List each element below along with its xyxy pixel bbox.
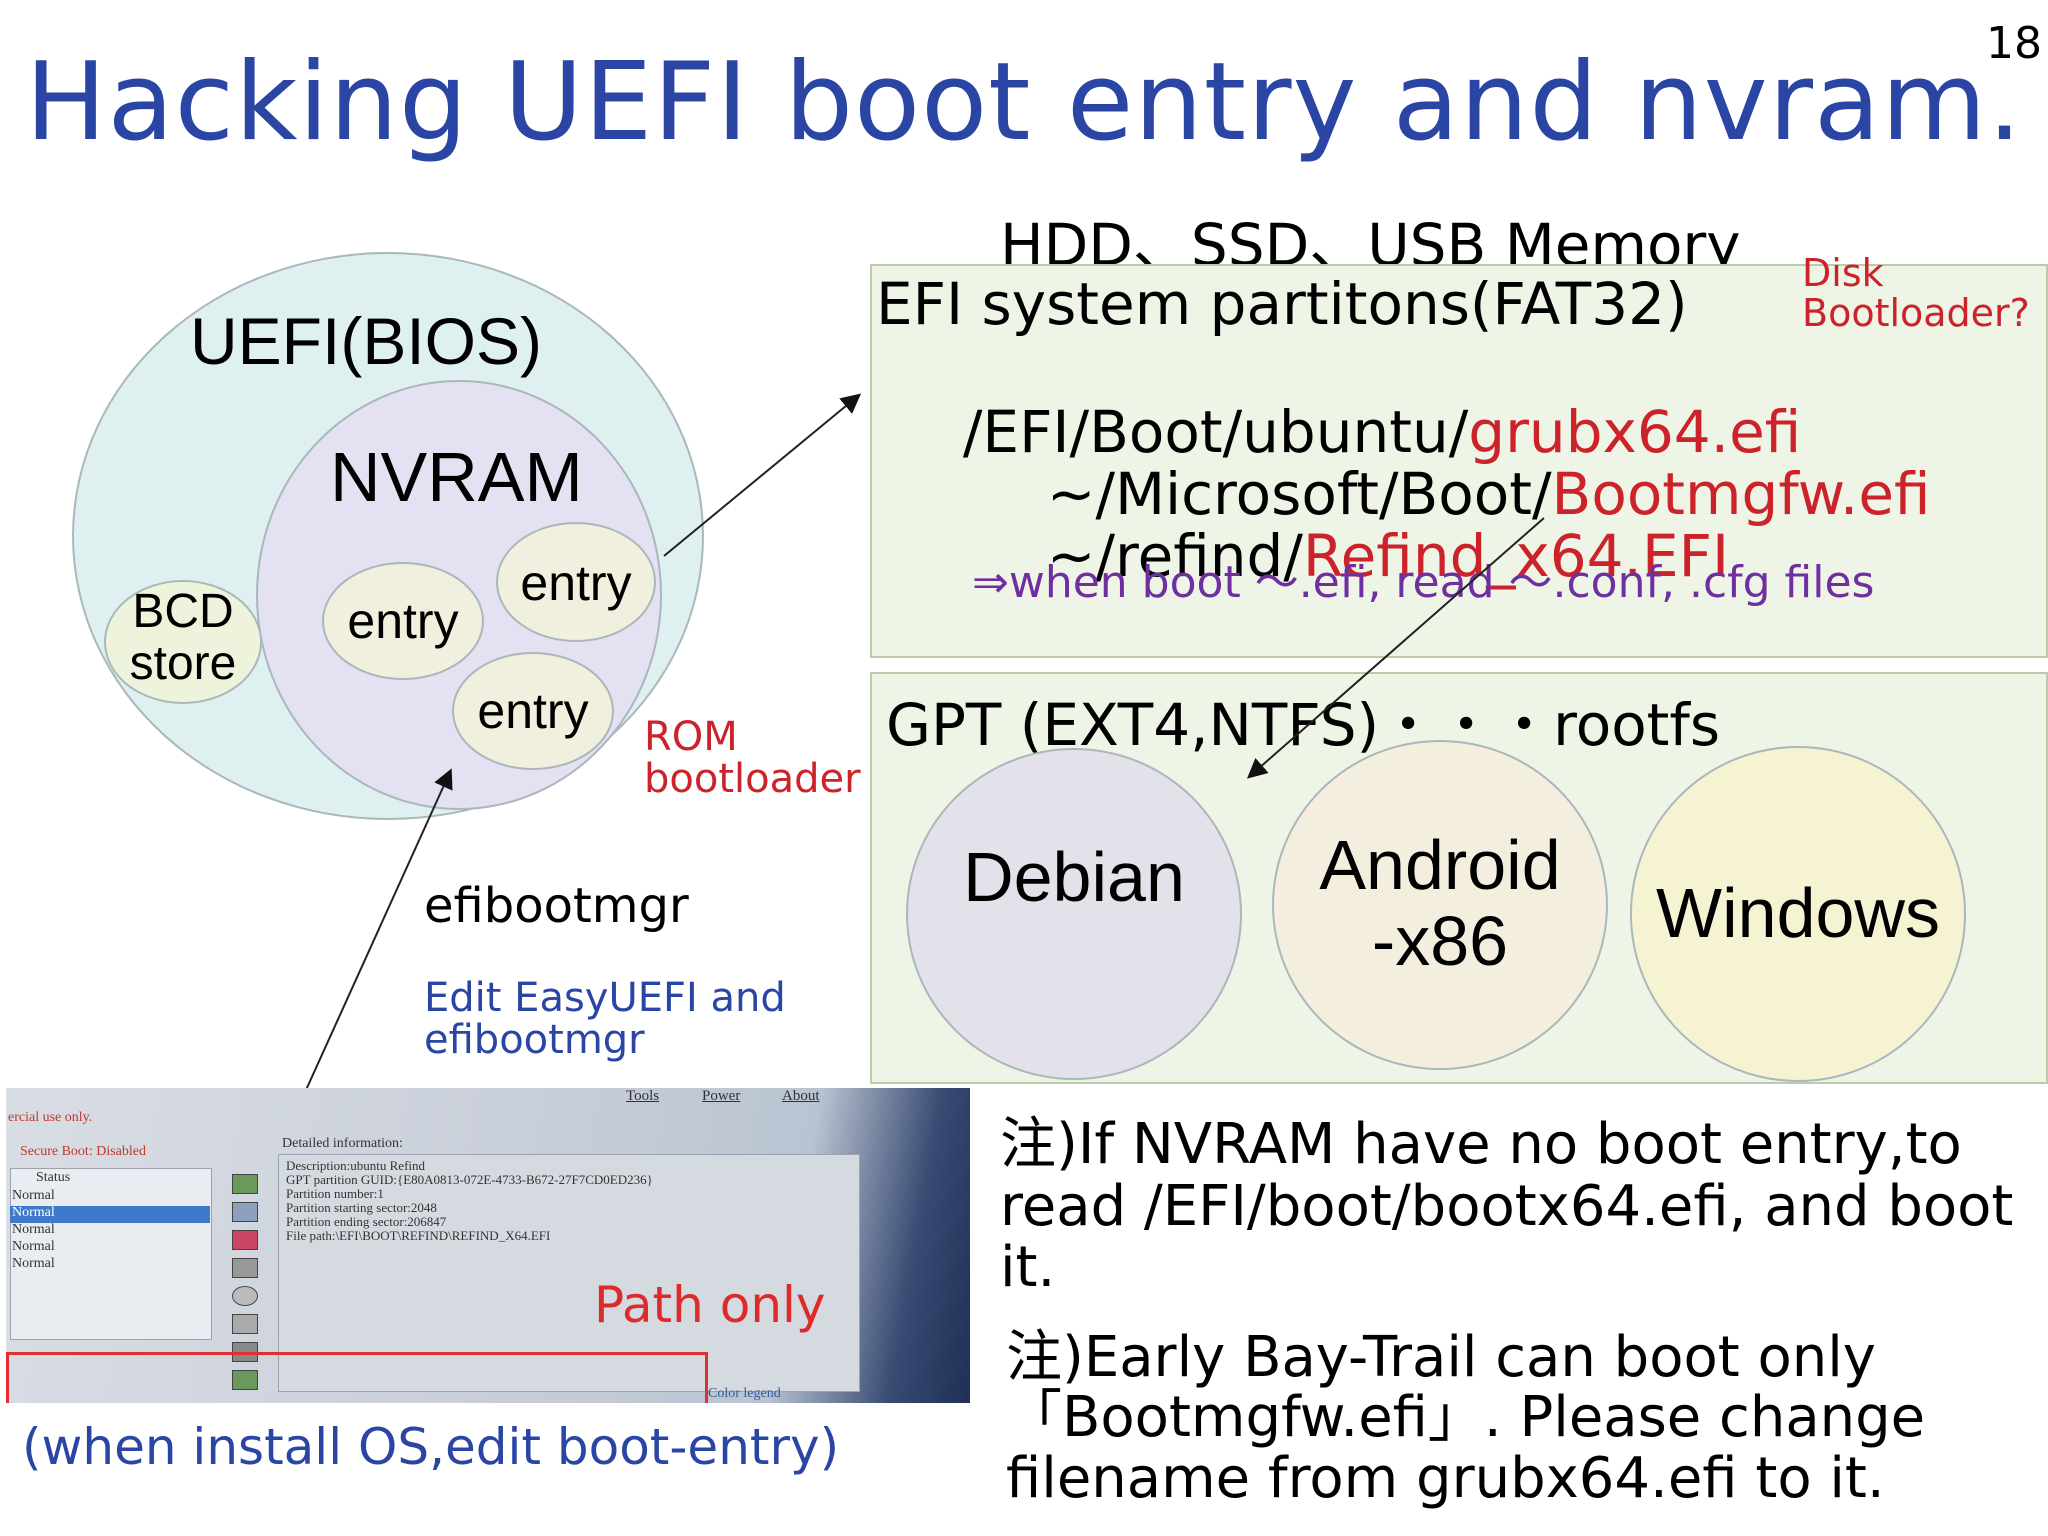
entry-circle-1: [322, 562, 484, 680]
note-nvram-fallback: 注)If NVRAM have no boot entry,to read /E…: [1000, 1112, 2014, 1301]
when-boot-note: ⇒when boot ～.efi, read ～.conf, .cfg file…: [972, 557, 1875, 608]
status-row[interactable]: Normal: [12, 1256, 55, 1271]
license-warning: ercial use only.: [8, 1110, 93, 1125]
rom-bootloader-label: ROM bootloader: [644, 714, 861, 802]
status-header: Status: [36, 1170, 71, 1185]
toolbar-icons: [232, 1174, 260, 1390]
efi-path-2-prefix: ~/Microsoft/Boot/: [1046, 460, 1552, 528]
debian-circle: [906, 748, 1242, 1080]
detail-line: Partition ending sector:206847: [286, 1214, 447, 1229]
efi-path-1-prefix: /EFI/Boot/ubuntu/: [962, 398, 1469, 466]
save-icon[interactable]: [232, 1314, 258, 1334]
efi-partition-title: EFI system partitons(FAT32): [876, 270, 1688, 338]
gpt-rootfs-title: GPT (EXT4,NTFS)・・・rootfs: [886, 691, 1721, 759]
detail-line: File path:\EFI\BOOT\REFIND\REFIND_X64.EF…: [286, 1228, 551, 1243]
menu-about[interactable]: About: [782, 1088, 820, 1104]
page-number: 18: [1986, 18, 2042, 69]
screenshot-caption: (when install OS,edit boot-entry): [22, 1418, 840, 1476]
status-row[interactable]: Normal: [12, 1239, 55, 1254]
detail-line: Description:ubuntu Refind: [286, 1158, 426, 1173]
detail-line: Partition starting sector:2048: [286, 1200, 437, 1215]
efi-path-1: /EFI/Boot/ubuntu/grubx64.efi: [926, 330, 1801, 466]
debian-label: Debian: [963, 838, 1185, 916]
secure-boot-status: Secure Boot: Disabled: [20, 1144, 146, 1159]
status-list: [10, 1168, 212, 1340]
efibootmgr-label: efibootmgr: [424, 878, 689, 934]
entry-label-1: entry: [347, 593, 459, 649]
status-row[interactable]: Normal: [12, 1188, 55, 1203]
detail-title: Detailed information:: [282, 1136, 403, 1151]
refresh-icon[interactable]: [232, 1370, 258, 1390]
android-label: Android -x86: [1319, 826, 1561, 980]
windows-circle: [1630, 746, 1966, 1082]
bcd-store-circle: [104, 580, 262, 704]
entry-label-2: entry: [520, 555, 632, 611]
path-highlight-box: [6, 1352, 708, 1403]
efi-path-1-file: grubx64.efi: [1468, 398, 1802, 466]
efi-path-2: ~/Microsoft/Boot/Bootmgfw.efi: [1010, 392, 1931, 528]
path-only-label: Path only: [594, 1276, 826, 1334]
add-entry-icon[interactable]: [232, 1174, 258, 1194]
color-legend-link[interactable]: Color legend: [708, 1386, 781, 1401]
page-title: Hacking UEFI boot entry and nvram.: [25, 40, 2023, 165]
uefi-label: UEFI(BIOS): [190, 304, 543, 378]
disk-icon[interactable]: [232, 1286, 258, 1306]
edit-note: Edit EasyUEFI and efibootmgr: [424, 975, 786, 1063]
status-row-selected[interactable]: [10, 1206, 210, 1223]
status-row[interactable]: Normal: [12, 1222, 55, 1237]
disk-bootloader-label: Disk Bootloader?: [1802, 251, 2030, 335]
bcd-store-label: BCD store: [129, 585, 237, 690]
android-circle: [1272, 740, 1608, 1070]
menu-power[interactable]: Power: [702, 1088, 741, 1104]
nvram-label: NVRAM: [330, 438, 583, 516]
nvram-to-efi-arrow: [663, 393, 862, 557]
detail-line: GPT partition GUID:{E80A0813-072E-4733-B…: [286, 1172, 653, 1187]
edit-entry-icon[interactable]: [232, 1202, 258, 1222]
entry-label-3: entry: [477, 683, 589, 739]
easyuefi-screenshot: ercial use only. Secure Boot: Disabled T…: [6, 1088, 970, 1403]
efibootmgr-to-nvram-arrow: [305, 768, 453, 1091]
detail-line: Partition number:1: [286, 1186, 384, 1201]
status-row[interactable]: Normal: [12, 1205, 55, 1220]
entry-circle-3: [452, 652, 614, 770]
efi-path-3: ~/refind/Refind_x64.EFI: [1010, 454, 1729, 590]
delete-entry-icon[interactable]: [232, 1230, 258, 1250]
menu-tools[interactable]: Tools: [626, 1088, 660, 1104]
note-bay-trail: 注)Early Bay-Trail can boot only「Bootmgfw…: [1006, 1325, 1926, 1511]
efi-to-rootfs-arrow: [1246, 517, 1545, 779]
efi-path-3-prefix: ~/refind/: [1046, 522, 1303, 590]
backup-icon[interactable]: [232, 1258, 258, 1278]
entry-circle-2: [496, 522, 656, 642]
efi-path-2-file: Bootmgfw.efi: [1551, 460, 1931, 528]
windows-label: Windows: [1656, 874, 1940, 952]
efi-path-3-file: Refind_x64.EFI: [1302, 522, 1730, 590]
